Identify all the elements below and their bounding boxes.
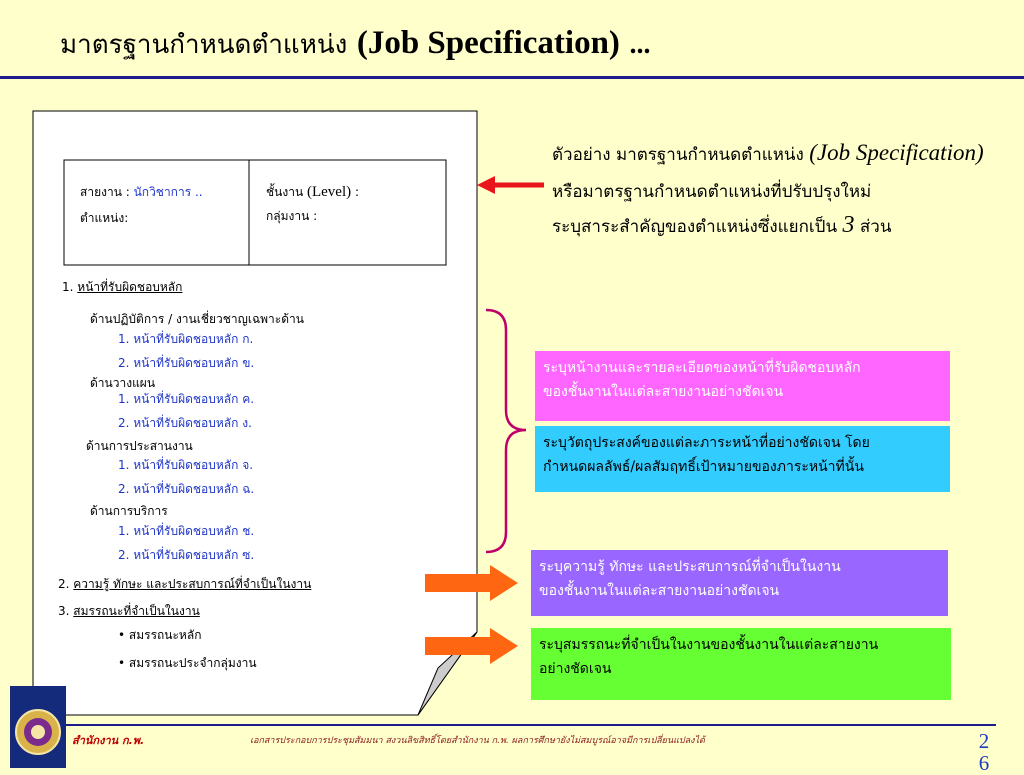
section-1-heading: 1. หน้าที่รับผิดชอบหลัก: [62, 278, 182, 297]
footer-disclaimer: เอกสารประกอบการประชุมสัมมนา สงวนลิขสิทธิ…: [250, 736, 705, 746]
note-line-3-end: ส่วน: [859, 217, 892, 237]
title-underline: [0, 76, 1024, 79]
section-3-label: สมรรถนะที่จำเป็นในงาน: [73, 604, 200, 618]
group-operations: ด้านปฏิบัติการ / งานเชี่ยวชาญเฉพาะด้าน: [90, 312, 304, 326]
group-coordination: ด้านการประสานงาน: [86, 439, 193, 453]
callout-objectives: ระบุวัตถุประสงค์ของแต่ละภาระหน้าที่อย่าง…: [535, 426, 950, 492]
level-label-thai: ชั้นงาน: [266, 185, 304, 199]
page-number-line-1: 2: [978, 729, 990, 753]
level-row: ชั้นงาน (Level) :: [266, 183, 359, 202]
callout-duties-line-2: ของชั้นงานในแต่ละสายงานอย่างชัดเจน: [543, 384, 784, 400]
callout-knowledge-line-1: ระบุความรู้ ทักษะ และประสบการณ์ที่จำเป็น…: [539, 559, 841, 575]
section-2-label: ความรู้ ทักษะ และประสบการณ์ที่จำเป็นในงา…: [73, 577, 312, 591]
group-service: ด้านการบริการ: [90, 504, 168, 518]
section-3-heading: 3. สมรรถนะที่จำเป็นในงาน: [58, 602, 200, 621]
group-label: กลุ่มงาน :: [266, 209, 318, 223]
duty-item: 2. หน้าที่รับผิดชอบหลัก ง.: [118, 416, 252, 430]
callout-competency-line-1: ระบุสมรรถนะที่จำเป็นในงานของชั้นงานในแต่…: [539, 637, 879, 653]
slide-title: มาตรฐานกำหนดตำแหน่ง (Job Specification) …: [60, 24, 650, 65]
duty-item: 1. หน้าที่รับผิดชอบหลัก ค.: [118, 392, 255, 406]
callout-competency-line-2: อย่างชัดเจน: [539, 661, 612, 677]
note-line-1: ตัวอย่าง มาตรฐานกำหนดตำแหน่ง (Job Specif…: [552, 140, 984, 168]
section-2-number: 2.: [58, 577, 70, 591]
note-line-3: ระบุสาระสำคัญของตำแหน่งซึ่งแยกเป็น 3 ส่ว…: [552, 212, 891, 240]
footer-rule: [66, 724, 996, 726]
callout-objectives-line-2: กำหนดผลลัพธ์/ผลสัมฤทธิ์เป้าหมายของภาระหน…: [543, 459, 864, 475]
agency-value: นักวิชาการ ..: [133, 185, 203, 199]
agency-label: สายงาน :: [80, 185, 130, 199]
red-arrow-head: [477, 176, 495, 194]
position-label: ตำแหน่ง:: [80, 211, 129, 225]
group-planning: ด้านวางแผน: [90, 376, 156, 390]
section-1-label: หน้าที่รับผิดชอบหลัก: [77, 280, 183, 294]
callout-objectives-line-1: ระบุวัตถุประสงค์ของแต่ละภาระหน้าที่อย่าง…: [543, 435, 870, 451]
callout-knowledge-line-2: ของชั้นงานในแต่ละสายงานอย่างชัดเจน: [539, 583, 780, 599]
curly-brace: [485, 308, 527, 554]
duty-item: 2. หน้าที่รับผิดชอบหลัก ซ.: [118, 548, 255, 562]
orange-arrow-knowledge: [425, 565, 518, 601]
ocsc-seal-logo: [15, 709, 61, 755]
section-3-number: 3.: [58, 604, 70, 618]
competency-bullet: • สมรรถนะหลัก: [118, 628, 202, 642]
level-label-english: (Level): [306, 184, 352, 200]
agency-row: สายงาน : นักวิชาการ ..: [80, 183, 203, 202]
title-english: (Job Specification): [356, 25, 620, 61]
page-number-line-2: 6: [978, 751, 990, 775]
title-thai: มาตรฐานกำหนดตำแหน่ง: [60, 30, 348, 60]
section-1-number: 1.: [62, 280, 74, 294]
header-box: [63, 159, 447, 266]
orange-arrow-competency: [425, 628, 518, 664]
note-line-3-start: ระบุสาระสำคัญของตำแหน่งซึ่งแยกเป็น: [552, 217, 838, 237]
callout-duties: ระบุหน้างานและรายละเอียดของหน้าที่รับผิด…: [535, 351, 950, 421]
callout-knowledge: ระบุความรู้ ทักษะ และประสบการณ์ที่จำเป็น…: [531, 550, 948, 616]
duty-item: 2. หน้าที่รับผิดชอบหลัก ข.: [118, 356, 255, 370]
note-line-1-english: (Job Specification): [809, 140, 984, 165]
callout-competency: ระบุสมรรถนะที่จำเป็นในงานของชั้นงานในแต่…: [531, 628, 951, 700]
duty-item: 1. หน้าที่รับผิดชอบหลัก ช.: [118, 524, 255, 538]
footer-organization: สำนักงาน ก.พ.: [72, 734, 145, 747]
note-line-3-number: 3: [842, 212, 855, 238]
note-line-1-thai: ตัวอย่าง มาตรฐานกำหนดตำแหน่ง: [552, 145, 804, 165]
callout-duties-line-1: ระบุหน้างานและรายละเอียดของหน้าที่รับผิด…: [543, 360, 861, 376]
level-colon: :: [354, 185, 359, 199]
duty-item: 1. หน้าที่รับผิดชอบหลัก ก.: [118, 332, 254, 346]
page-number: 2 6: [974, 730, 994, 774]
section-2-heading: 2. ความรู้ ทักษะ และประสบการณ์ที่จำเป็นใ…: [58, 575, 311, 594]
note-line-2: หรือมาตรฐานกำหนดตำแหน่งที่ปรับปรุงใหม่: [552, 182, 872, 202]
competency-bullet: • สมรรถนะประจำกลุ่มงาน: [118, 656, 257, 670]
duty-item: 2. หน้าที่รับผิดชอบหลัก ฉ.: [118, 482, 255, 496]
duty-item: 1. หน้าที่รับผิดชอบหลัก จ.: [118, 458, 254, 472]
title-ellipsis: ...: [629, 29, 651, 60]
